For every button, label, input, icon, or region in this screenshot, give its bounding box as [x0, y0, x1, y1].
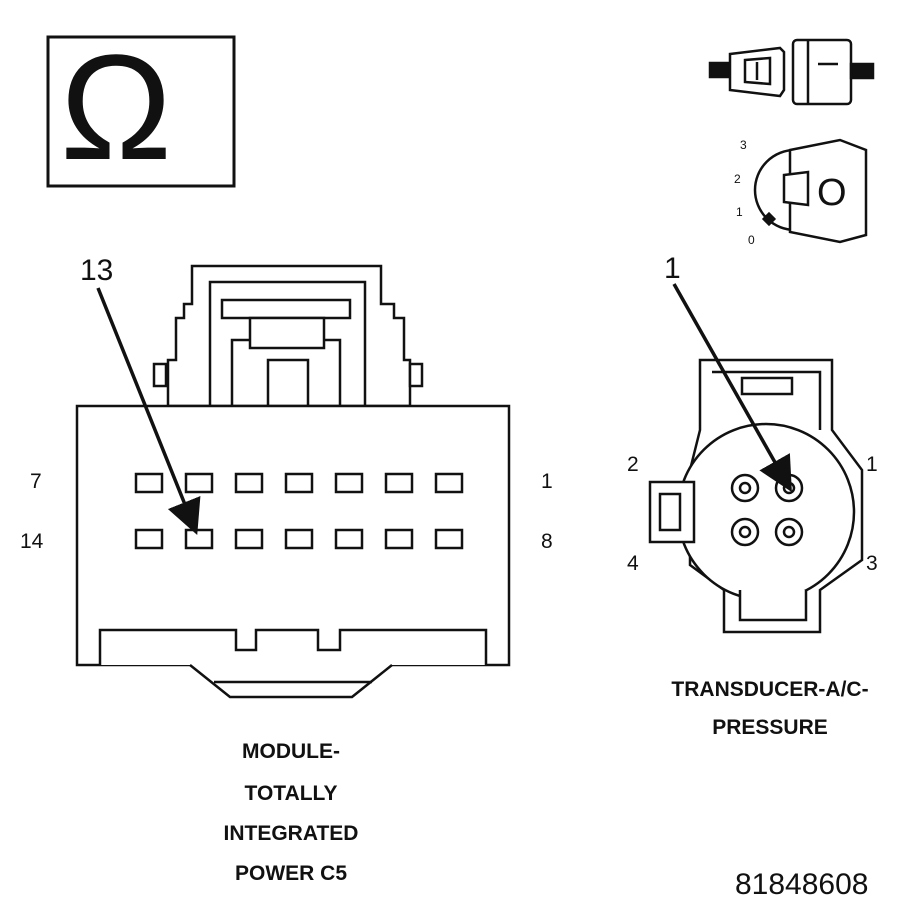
pin-13-leader-arrow	[96, 287, 201, 535]
module-caption-line-2: TOTALLY	[244, 782, 338, 805]
module-caption-line-1: MODULE-	[242, 740, 340, 763]
module-pin-label-14: 14	[20, 530, 44, 553]
ohmmeter-icon	[46, 35, 236, 188]
module-pin-label-7: 7	[30, 470, 42, 493]
module-connector-c5	[75, 264, 511, 699]
transducer-pin-label-1: 1	[866, 453, 878, 476]
transducer-pin-label-4: 4	[627, 552, 639, 575]
figure-id: 81848608	[735, 868, 869, 901]
transducer-caption-line-1: TRANSDUCER-A/C-	[671, 678, 869, 701]
ignition-key-letter: O	[817, 172, 847, 214]
module-caption-line-4: POWER C5	[234, 862, 347, 885]
ignition-key-icon	[753, 138, 868, 244]
module-caption-line-3: INTEGRATED	[223, 822, 359, 845]
transducer-caption-line-2: PRESSURE	[712, 716, 828, 739]
ignition-pos-3: 3	[740, 138, 747, 152]
pin-1-leader-arrow	[672, 283, 792, 493]
module-callout-13: 13	[80, 254, 114, 287]
connector-disconnect-icon	[708, 38, 875, 106]
ignition-pos-2: 2	[734, 172, 741, 186]
ignition-pos-0: 0	[748, 233, 755, 247]
transducer-pin-label-3: 3	[866, 552, 878, 575]
ohm-symbol: Ω	[60, 23, 173, 191]
transducer-pin-label-2: 2	[627, 453, 639, 476]
module-pin-label-8: 8	[541, 530, 553, 553]
transducer-connector	[648, 358, 864, 634]
ignition-pos-1: 1	[736, 205, 743, 219]
transducer-callout-1: 1	[664, 252, 681, 285]
module-pin-label-1: 1	[541, 470, 553, 493]
